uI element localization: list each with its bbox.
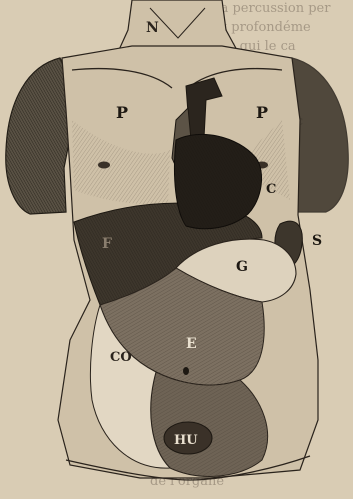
nipple-left — [98, 162, 110, 169]
label-HU: HU — [174, 433, 198, 448]
label-S: S — [312, 233, 322, 249]
label-C: C — [266, 182, 276, 197]
navel — [183, 367, 189, 375]
label-N: N — [146, 20, 159, 36]
label-E: E — [186, 336, 197, 352]
label-F: F — [102, 236, 112, 252]
neck — [118, 0, 238, 52]
label-CO: CO — [110, 350, 132, 365]
label-G: G — [236, 259, 248, 275]
label-P-right: P — [256, 103, 268, 122]
label-P-left: P — [116, 103, 128, 122]
